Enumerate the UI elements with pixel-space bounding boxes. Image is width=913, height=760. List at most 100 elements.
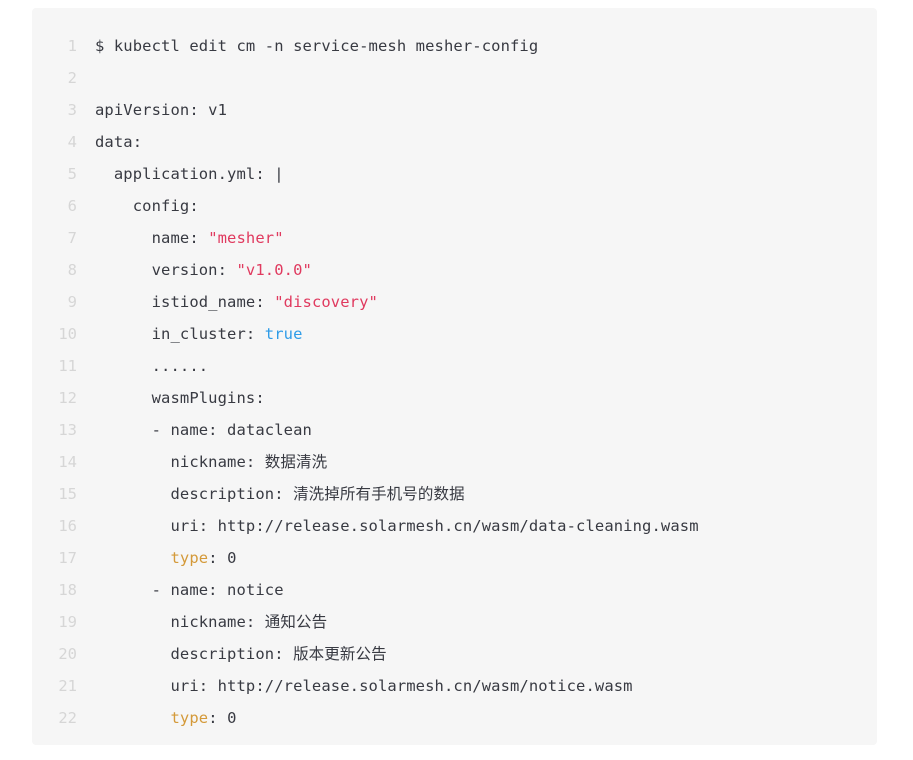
line-number: 13	[58, 421, 77, 439]
code-token-plain: apiVersion: v1	[95, 101, 228, 119]
line-number: 17	[58, 549, 77, 567]
code-token-plain	[95, 549, 170, 567]
code-token-key-hl: type	[170, 549, 209, 567]
line-number: 18	[58, 581, 77, 599]
code-line: 14 nickname: 数据清洗	[32, 446, 877, 478]
code-line: 8 version: "v1.0.0"	[32, 254, 877, 286]
code-line-text: data:	[77, 126, 877, 158]
code-token-string: "discovery"	[274, 293, 378, 311]
line-number: 4	[67, 133, 77, 151]
code-line-text: config:	[77, 190, 877, 222]
code-token-cjk: 清洗掉所有手机号的数据	[293, 485, 465, 503]
code-line: 22 type: 0	[32, 702, 877, 734]
code-line-text: istiod_name: "discovery"	[77, 286, 877, 318]
line-number: 1	[67, 37, 77, 55]
code-line-text: - name: dataclean	[77, 414, 877, 446]
code-token-plain: description:	[95, 645, 294, 663]
code-token-cjk: 通知公告	[264, 613, 328, 631]
code-token-plain: nickname:	[95, 613, 265, 631]
line-number: 15	[58, 485, 77, 503]
code-block: 1 $ kubectl edit cm -n service-mesh meshe…	[32, 8, 877, 745]
code-line-text: nickname: 数据清洗	[77, 446, 877, 478]
code-line-text: in_cluster: true	[77, 318, 877, 350]
code-token-plain: data:	[95, 133, 143, 151]
code-line: 3 apiVersion: v1	[32, 94, 877, 126]
code-line-text: $ kubectl edit cm -n service-mesh mesher…	[77, 30, 877, 62]
code-token-plain: $ kubectl edit cm -n service-mesh mesher…	[95, 37, 539, 55]
code-token-plain: wasmPlugins:	[95, 389, 265, 407]
code-token-string: "v1.0.0"	[236, 261, 312, 279]
line-number: 6	[67, 197, 77, 215]
code-token-plain: application.yml: |	[95, 165, 284, 183]
code-token-plain: uri: http://release.solarmesh.cn/wasm/no…	[95, 677, 633, 695]
line-number: 2	[67, 69, 77, 87]
line-number: 10	[58, 325, 77, 343]
code-line-text: wasmPlugins:	[77, 382, 877, 414]
code-line: 2	[32, 62, 877, 94]
code-token-plain: - name: notice	[95, 581, 284, 599]
code-line: 4 data:	[32, 126, 877, 158]
code-line: 5 application.yml: |	[32, 158, 877, 190]
code-token-plain: version:	[95, 261, 237, 279]
code-line-text: apiVersion: v1	[77, 94, 877, 126]
code-line: 19 nickname: 通知公告	[32, 606, 877, 638]
code-token-plain: ......	[95, 357, 209, 375]
code-line-list: 1 $ kubectl edit cm -n service-mesh meshe…	[32, 30, 877, 734]
code-line-text: uri: http://release.solarmesh.cn/wasm/no…	[77, 670, 877, 702]
line-number: 21	[58, 677, 77, 695]
line-number: 5	[67, 165, 77, 183]
code-token-plain: name:	[95, 229, 209, 247]
code-token-plain: uri: http://release.solarmesh.cn/wasm/da…	[95, 517, 699, 535]
code-token-plain: config:	[95, 197, 199, 215]
code-line-text: version: "v1.0.0"	[77, 254, 877, 286]
code-token-bool: true	[264, 325, 303, 343]
code-token-cjk: 版本更新公告	[293, 645, 387, 663]
code-line: 10 in_cluster: true	[32, 318, 877, 350]
code-line-text: description: 清洗掉所有手机号的数据	[77, 478, 877, 510]
line-number: 9	[67, 293, 77, 311]
line-number: 12	[58, 389, 77, 407]
code-line: 16 uri: http://release.solarmesh.cn/wasm…	[32, 510, 877, 542]
code-token-plain: in_cluster:	[95, 325, 265, 343]
code-line-text: description: 版本更新公告	[77, 638, 877, 670]
code-line: 13 - name: dataclean	[32, 414, 877, 446]
code-token-plain	[95, 709, 170, 727]
line-number: 8	[67, 261, 77, 279]
code-line-text: name: "mesher"	[77, 222, 877, 254]
code-line: 20 description: 版本更新公告	[32, 638, 877, 670]
line-number: 22	[58, 709, 77, 727]
code-token-plain: - name: dataclean	[95, 421, 312, 439]
code-line: 21 uri: http://release.solarmesh.cn/wasm…	[32, 670, 877, 702]
line-number: 20	[58, 645, 77, 663]
code-line-text: application.yml: |	[77, 158, 877, 190]
code-line-text: type: 0	[77, 702, 877, 734]
line-number: 7	[67, 229, 77, 247]
code-line: 11 ......	[32, 350, 877, 382]
code-line: 7 name: "mesher"	[32, 222, 877, 254]
code-line-text: - name: notice	[77, 574, 877, 606]
code-line: 6 config:	[32, 190, 877, 222]
code-token-plain: istiod_name:	[95, 293, 275, 311]
code-line-text: uri: http://release.solarmesh.cn/wasm/da…	[77, 510, 877, 542]
code-line: 1 $ kubectl edit cm -n service-mesh meshe…	[32, 30, 877, 62]
code-line: 12 wasmPlugins:	[32, 382, 877, 414]
code-line-text: nickname: 通知公告	[77, 606, 877, 638]
code-line: 17 type: 0	[32, 542, 877, 574]
code-line: 15 description: 清洗掉所有手机号的数据	[32, 478, 877, 510]
line-number: 3	[67, 101, 77, 119]
line-number: 11	[58, 357, 77, 375]
code-token-string: "mesher"	[208, 229, 284, 247]
code-token-plain: : 0	[208, 549, 237, 567]
line-number: 16	[58, 517, 77, 535]
line-number: 19	[58, 613, 77, 631]
code-token-plain: : 0	[208, 709, 237, 727]
code-token-plain: nickname:	[95, 453, 265, 471]
code-line: 9 istiod_name: "discovery"	[32, 286, 877, 318]
code-token-cjk: 数据清洗	[264, 453, 328, 471]
code-line-text: type: 0	[77, 542, 877, 574]
line-number: 14	[58, 453, 77, 471]
code-token-plain: description:	[95, 485, 294, 503]
code-token-key-hl: type	[170, 709, 209, 727]
code-line: 18 - name: notice	[32, 574, 877, 606]
code-line-text: ......	[77, 350, 877, 382]
